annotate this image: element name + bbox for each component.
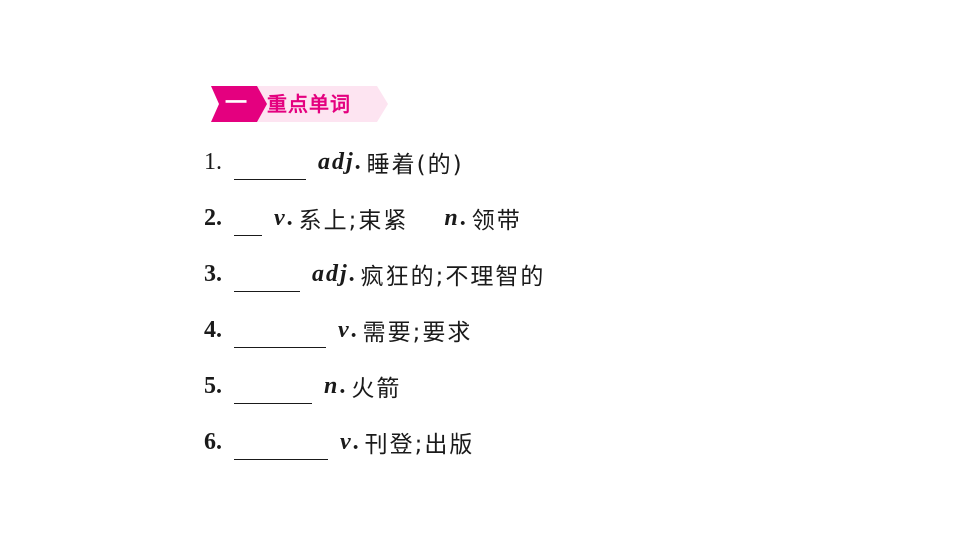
answer-blank[interactable]: [234, 381, 312, 404]
answer-blank[interactable]: [234, 269, 300, 292]
part-of-speech: adj: [318, 148, 355, 175]
item-meaning: 睡着(的): [366, 152, 464, 178]
part-of-speech: v: [274, 204, 287, 231]
pos-dot: .: [348, 260, 355, 287]
item-number: 6.: [204, 428, 222, 455]
part-of-speech: n: [324, 372, 340, 399]
pos-dot: .: [350, 316, 357, 343]
answer-blank[interactable]: [234, 325, 326, 348]
pos-dot: .: [286, 204, 293, 231]
item-number: 2.: [204, 204, 222, 231]
part-of-speech: adj: [312, 260, 349, 287]
item-meaning: 刊登;出版: [364, 432, 475, 458]
item-number: 5.: [204, 372, 222, 399]
answer-blank[interactable]: [234, 437, 328, 460]
section-banner-shape: [211, 86, 388, 122]
list-item: 1. adj. 睡着(的): [204, 142, 464, 182]
pos-dot: .: [352, 428, 359, 455]
item-number: 4.: [204, 316, 222, 343]
answer-blank[interactable]: [234, 213, 262, 236]
answer-blank[interactable]: [234, 157, 306, 180]
part-of-speech: v: [340, 428, 353, 455]
section-title: 重点单词: [267, 92, 351, 116]
list-item: 2. v. 系上;束紧 n. 领带: [204, 198, 522, 238]
list-item: 5. n. 火箭: [204, 366, 401, 406]
list-item: 6. v. 刊登;出版: [204, 422, 474, 462]
item-number: 1.: [204, 148, 222, 175]
list-item: 3. adj. 疯狂的;不理智的: [204, 254, 545, 294]
item-meaning: 火箭: [351, 376, 402, 402]
item-meaning: 疯狂的;不理智的: [360, 264, 546, 290]
section-number: 一: [224, 91, 247, 116]
item-meaning: 需要;要求: [362, 320, 473, 346]
item-number: 3.: [204, 260, 222, 287]
item-meaning: 系上;束紧: [298, 208, 409, 234]
item-meaning-secondary: 领带: [471, 208, 522, 234]
part-of-speech-secondary: n: [444, 204, 460, 231]
pos-dot: .: [459, 204, 466, 231]
list-item: 4. v. 需要;要求: [204, 310, 472, 350]
part-of-speech: v: [338, 316, 351, 343]
pos-dot: .: [339, 372, 346, 399]
section-header: 一 重点单词: [205, 83, 388, 125]
pos-dot: .: [354, 148, 361, 175]
